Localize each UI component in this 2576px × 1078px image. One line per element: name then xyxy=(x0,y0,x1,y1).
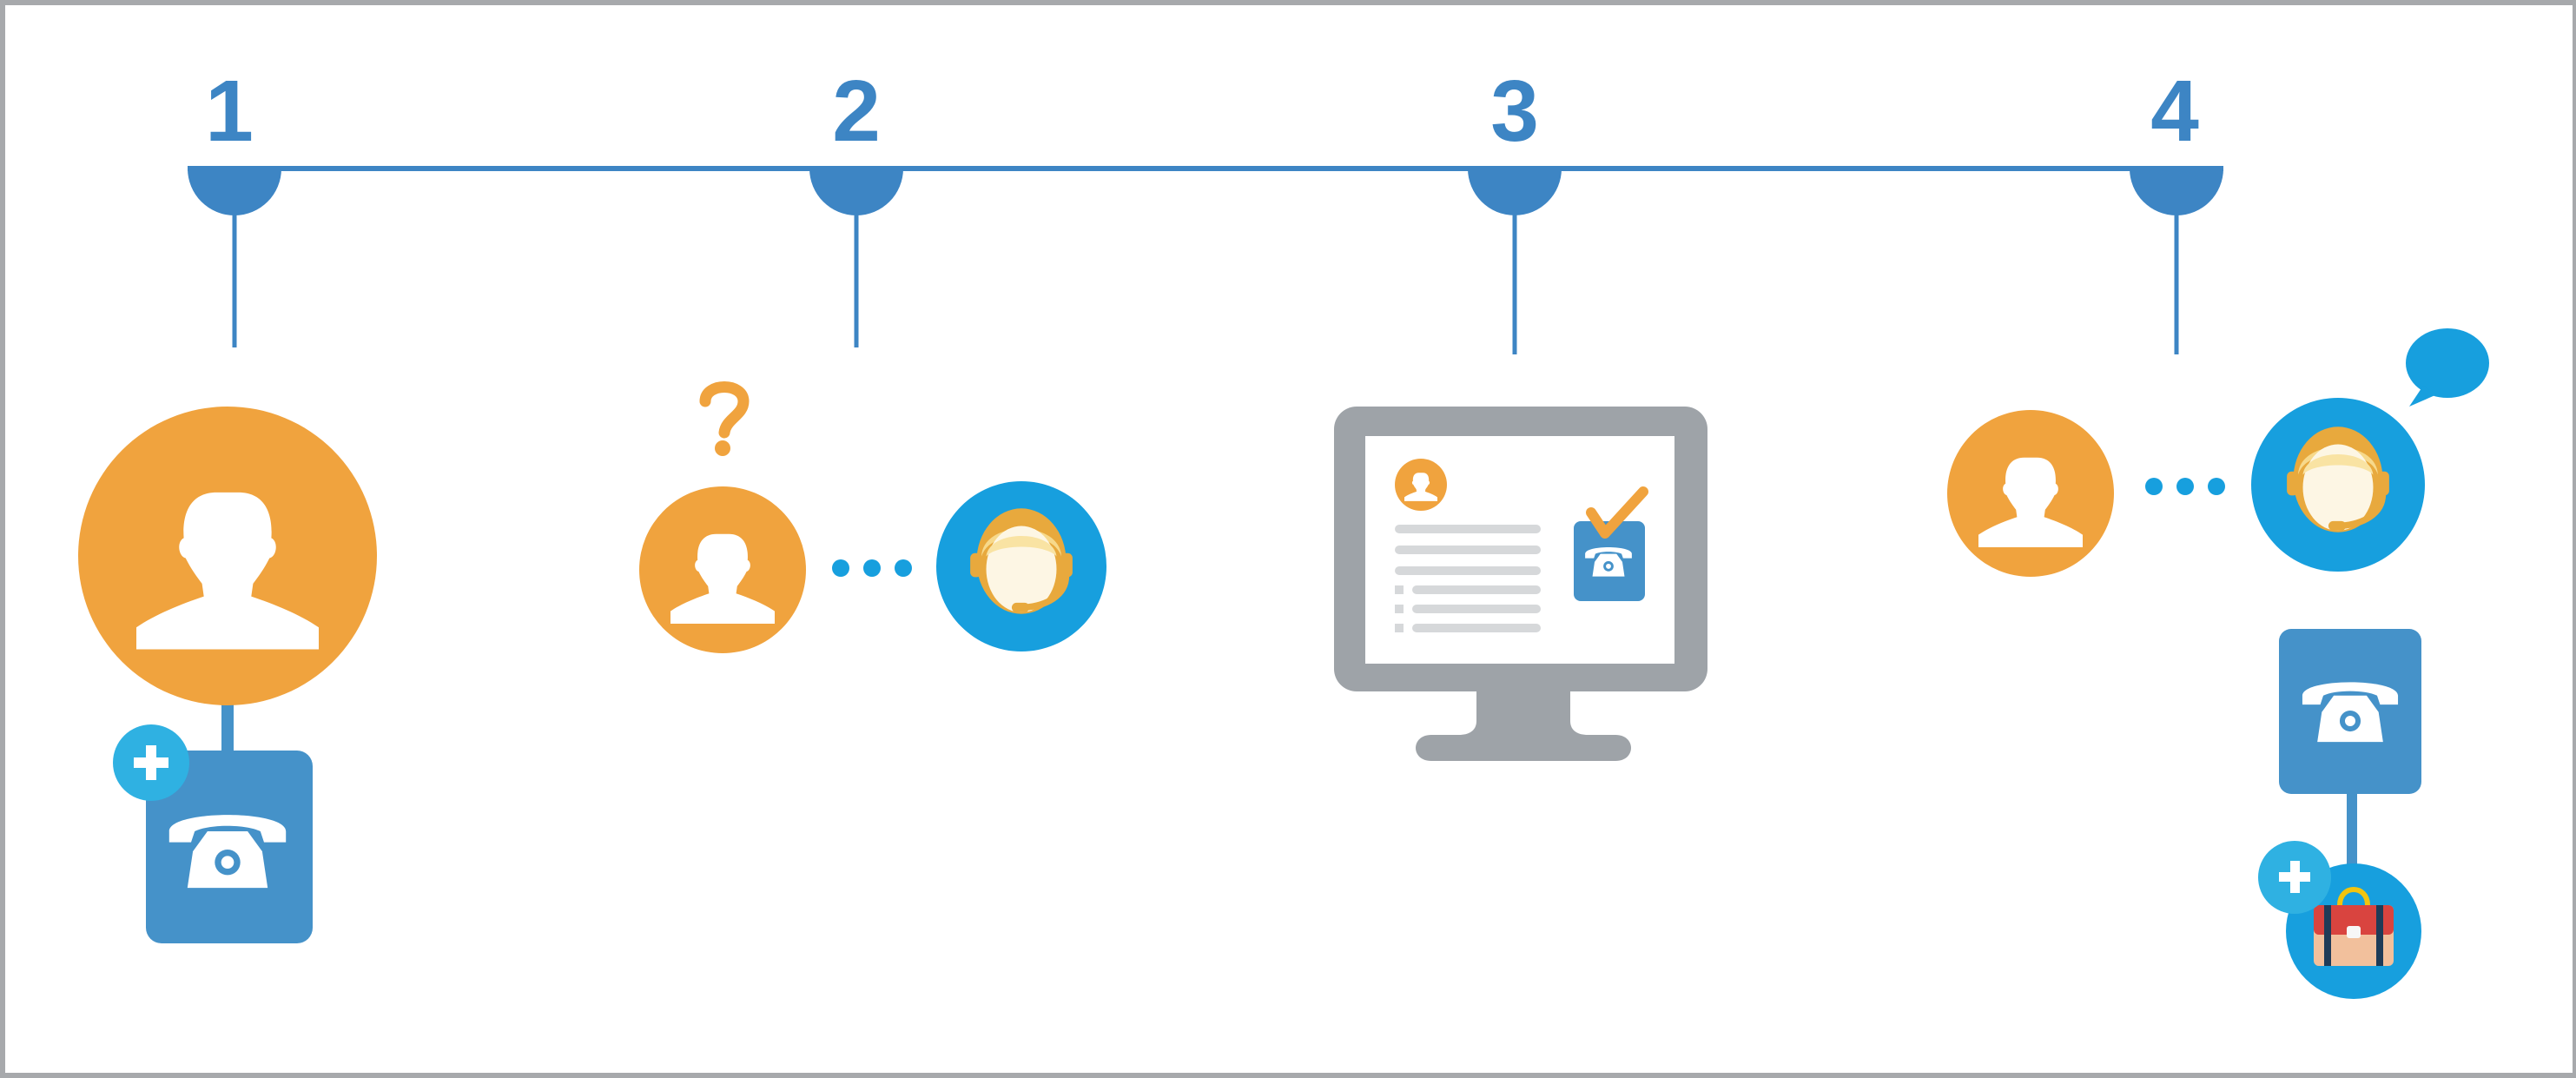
plus-badge-icon xyxy=(113,724,189,801)
question-mark-icon xyxy=(699,381,750,456)
timeline xyxy=(188,166,2223,354)
support-agent-icon xyxy=(2251,398,2425,572)
profile-avatar-icon xyxy=(1395,459,1447,511)
ellipsis-icon xyxy=(2145,478,2225,495)
step-number-1: 1 xyxy=(205,63,254,160)
step-1-illustration xyxy=(78,407,377,943)
phone-card-icon xyxy=(1574,521,1645,601)
step-2-illustration xyxy=(639,381,1106,653)
timeline-marker-2 xyxy=(809,169,903,347)
customer-avatar-icon xyxy=(639,486,806,653)
customer-avatar-icon xyxy=(78,407,377,705)
timeline-marker-1 xyxy=(188,169,281,347)
step-number-3: 3 xyxy=(1490,63,1539,160)
ellipsis-icon xyxy=(832,559,912,577)
checkmark-icon xyxy=(1586,486,1648,539)
plus-badge-icon xyxy=(2258,841,2331,914)
monitor-icon xyxy=(1334,407,1707,761)
timeline-marker-4 xyxy=(2130,169,2223,354)
step-number-2: 2 xyxy=(832,63,881,160)
phone-box-icon xyxy=(2279,629,2421,794)
document-lines-icon xyxy=(1395,525,1541,632)
phone-box-icon xyxy=(146,751,313,943)
support-agent-icon xyxy=(936,481,1106,651)
speech-bubble-icon xyxy=(2406,328,2489,407)
timeline-marker-3 xyxy=(1468,169,1562,354)
step-4-illustration xyxy=(1947,328,2489,999)
step-3-illustration xyxy=(1334,407,1707,761)
step-number-4: 4 xyxy=(2150,63,2199,160)
customer-avatar-icon xyxy=(1947,410,2114,577)
